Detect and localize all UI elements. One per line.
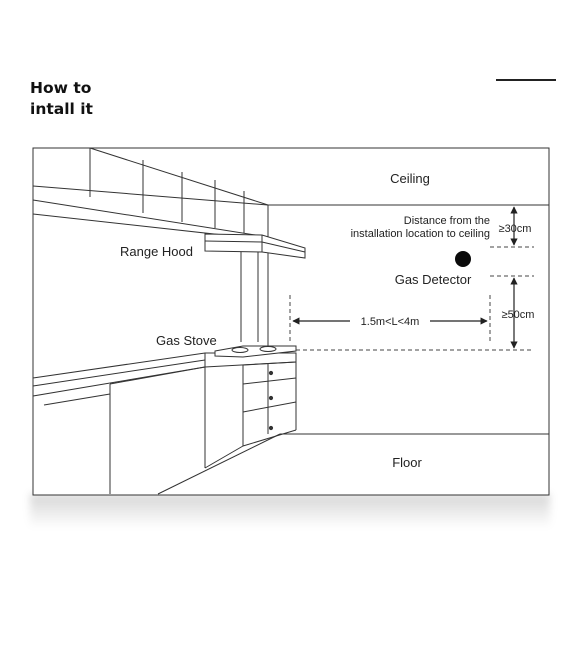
horizontal-range-label: 1.5m<L<4m	[361, 316, 420, 328]
distance-label-line-2: installation location to ceiling	[351, 228, 490, 240]
floor-label: Floor	[392, 455, 422, 470]
heading-line-2: intall it	[30, 100, 93, 118]
drawer-knobs	[268, 370, 274, 431]
section-heading: How to intall it	[30, 78, 93, 120]
frame-shadow	[30, 494, 550, 528]
gas-detector-label: Gas Detector	[395, 272, 472, 287]
heading-line-1: How to	[30, 79, 92, 97]
decorative-rule	[496, 79, 556, 81]
distance-label-line-1: Distance from the	[404, 215, 490, 227]
range-hood-label: Range Hood	[120, 244, 193, 259]
kitchen-counter	[32, 352, 297, 494]
gas-stove-label: Gas Stove	[156, 333, 217, 348]
height-gap-label: ≥50cm	[502, 309, 535, 321]
ceiling-label: Ceiling	[390, 171, 430, 186]
ceiling-gap-label: ≥30cm	[499, 223, 532, 235]
range-hood	[204, 233, 306, 342]
gas-stove	[214, 345, 297, 358]
gas-detector-icon	[455, 251, 471, 267]
